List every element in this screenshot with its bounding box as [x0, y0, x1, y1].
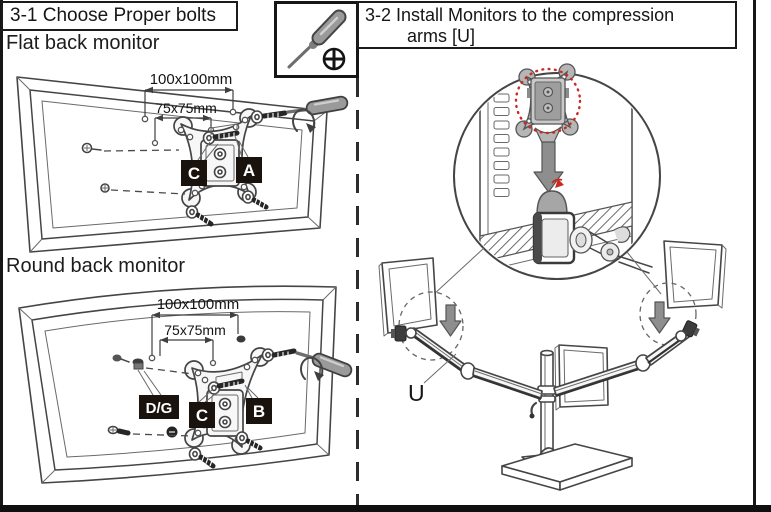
section-3-1-title: 3-1 Choose Proper bolts — [1, 1, 238, 31]
inset-vesa-plate — [515, 63, 579, 157]
page-bottom-border — [0, 505, 771, 512]
round-back-monitor-illustration: 100x100mm 75x75mm — [18, 285, 353, 484]
left-floating-monitor — [378, 257, 438, 337]
phillips-screwdriver-icon — [287, 9, 347, 71]
round-back-monitor-label: Round back monitor — [6, 255, 185, 277]
page-right-border — [753, 0, 756, 512]
left-dashed-target-circle — [398, 291, 464, 361]
flat-bolt-labels: C A — [181, 135, 262, 186]
page-left-border — [0, 0, 3, 512]
u-arm-callout: U — [408, 353, 457, 406]
right-dashed-target-circle — [639, 282, 697, 346]
flat-loose-screws — [81, 110, 288, 227]
round-bolt-label-B: B — [253, 402, 265, 421]
round-monitor-frame — [18, 285, 337, 484]
round-bolt-labels: D/G C B — [137, 369, 272, 428]
flat-screwdriver — [286, 95, 349, 133]
right-down-arrow — [648, 301, 671, 334]
pole — [529, 349, 557, 455]
round-dim-inner-text: 75x75mm — [164, 322, 225, 338]
section-3-2-title: 3-2 Install Monitors to the compression … — [357, 1, 737, 49]
flat-bolt-A-screw — [202, 123, 240, 145]
inset-arm-head — [532, 178, 653, 274]
flat-dim-inner-text: 75x75mm — [155, 100, 216, 116]
round-screwdriver — [295, 351, 353, 381]
flat-back-monitor-illustration: 100x100mm 75x75mm — [16, 71, 349, 253]
round-dim-outer-text: 100x100mm — [157, 296, 240, 313]
stand-base — [501, 443, 633, 491]
round-dimension-75: 75x75mm — [159, 322, 226, 367]
section-divider-dashed — [356, 78, 359, 505]
phillips-cross-bit-icon — [322, 47, 346, 71]
u-arm-label: U — [408, 380, 425, 406]
flat-back-monitor-label: Flat back monitor — [6, 32, 160, 54]
vent-slots — [493, 93, 510, 197]
round-dimension-100: 100x100mm — [148, 296, 246, 362]
section-3-2-title-line1: 3-2 Install Monitors to the compression — [365, 5, 675, 25]
round-spacers — [107, 354, 194, 438]
left-down-arrow — [439, 304, 462, 337]
section-3-1-title-text: 3-1 Choose Proper bolts — [10, 5, 216, 26]
red-rotate-arrow — [551, 178, 564, 188]
section-3-2-title-line2: arms [U] — [407, 26, 476, 46]
right-compression-arm — [553, 320, 700, 397]
round-bolt-label-C: C — [196, 406, 208, 425]
flat-dim-outer-text: 100x100mm — [150, 71, 233, 88]
flat-bolt-label-C: C — [188, 164, 200, 183]
flat-bolt-label-A: A — [243, 161, 255, 180]
detail-inset-circle — [453, 63, 661, 280]
round-bolt-label-DG: D/G — [146, 400, 173, 417]
rotation-arrow — [300, 356, 324, 381]
install-monitors-illustration: U — [378, 63, 727, 491]
flat-dimension-100: 100x100mm — [141, 71, 237, 123]
center-stand — [501, 344, 633, 491]
red-highlight-circle — [514, 67, 582, 135]
right-floating-monitor — [663, 240, 727, 309]
round-loose-screws — [188, 348, 297, 469]
rotation-arrow — [292, 108, 316, 133]
left-compression-arm — [391, 325, 543, 400]
round-bolt-B-screw — [207, 371, 245, 395]
